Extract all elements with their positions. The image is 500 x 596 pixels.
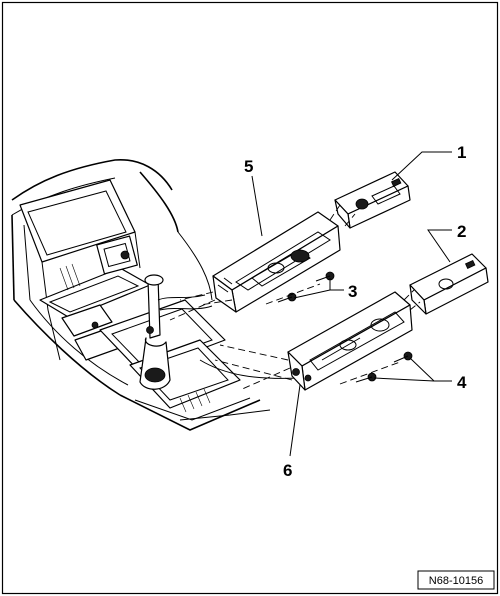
center-console-assembly	[11, 159, 301, 431]
part-2-trim-piece	[409, 253, 489, 315]
callout-leaders	[251, 151, 452, 457]
callout-1: 1	[457, 143, 466, 162]
callout-4: 4	[457, 373, 467, 392]
part-3-screws	[277, 271, 335, 303]
callout-3: 3	[348, 282, 357, 301]
figure-id-box: N68-10156	[417, 570, 495, 590]
part-1-trim-piece	[334, 171, 411, 229]
callout-2: 2	[457, 222, 466, 241]
assembly-guide-lines	[169, 204, 421, 391]
figure-id: N68-10156	[429, 575, 483, 587]
part-5-upper-switch-panel	[212, 211, 341, 313]
part-6-lower-switch-panel	[287, 291, 413, 391]
callout-5: 5	[244, 157, 253, 176]
callout-6: 6	[283, 461, 292, 480]
